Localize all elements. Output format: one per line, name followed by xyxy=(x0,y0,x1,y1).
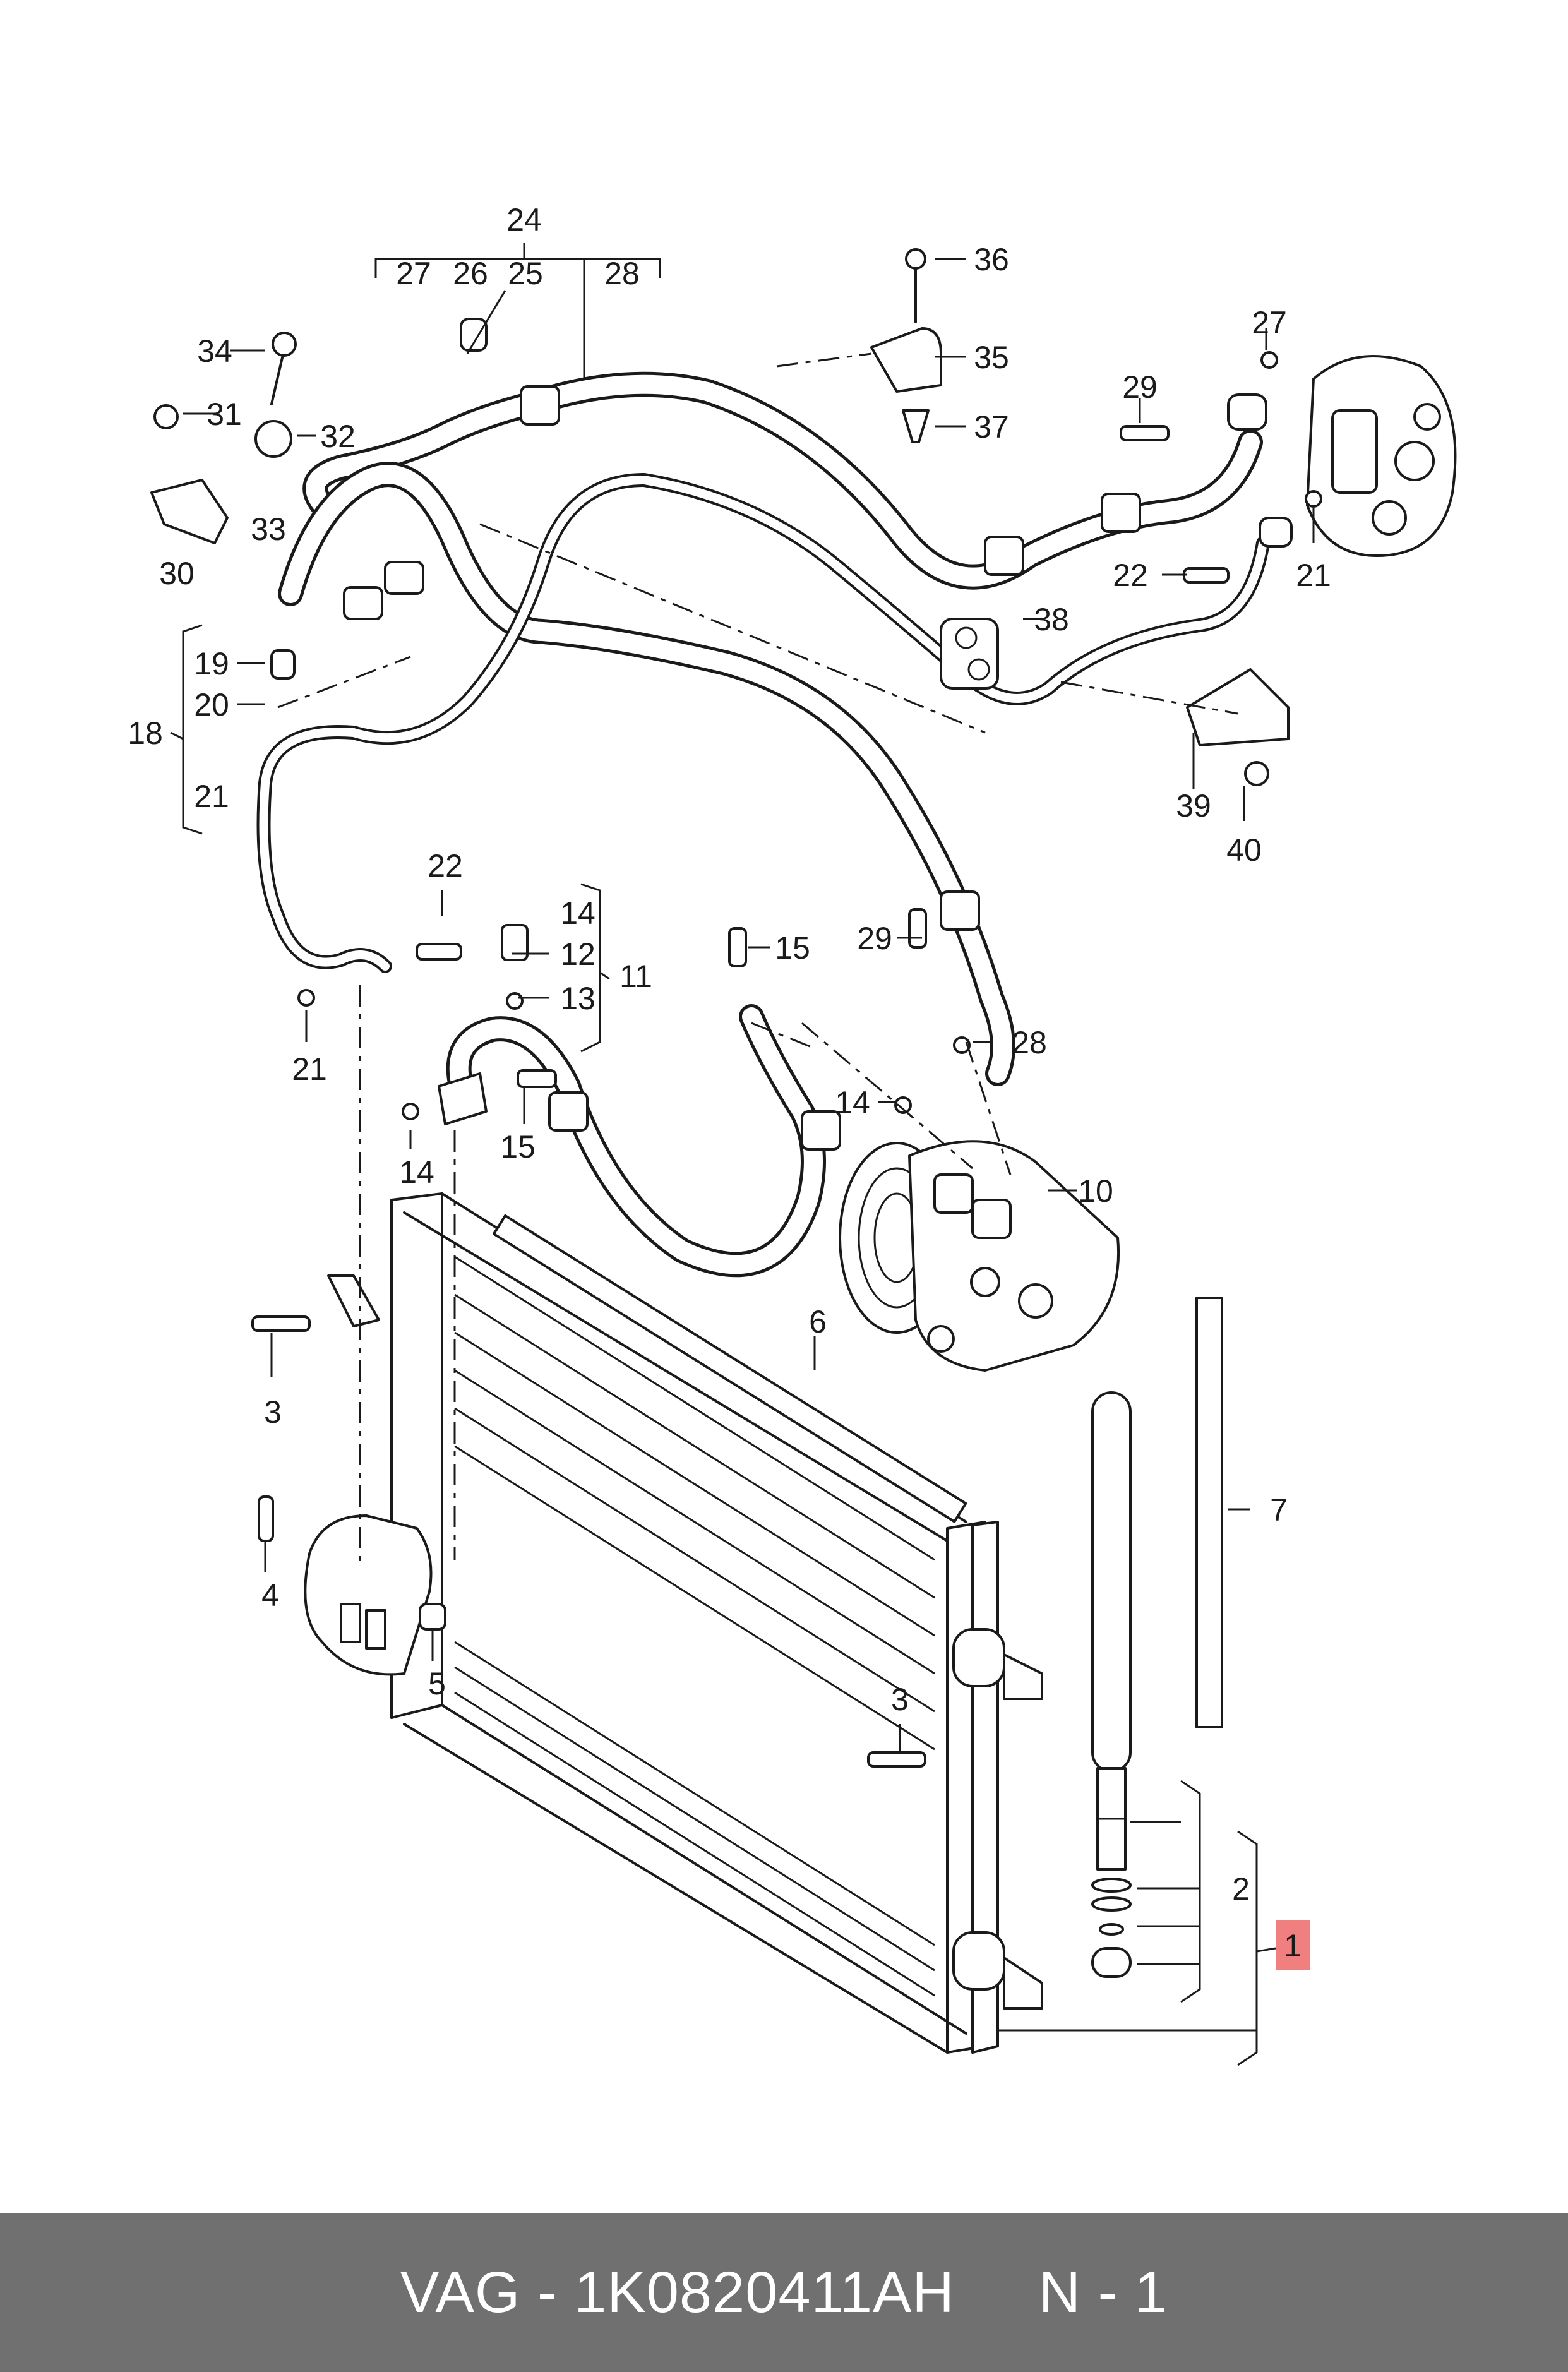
callout-label: 24 xyxy=(506,202,542,237)
callout-label: 12 xyxy=(560,937,595,972)
callout-label: 28 xyxy=(1012,1025,1047,1060)
callout-label: 35 xyxy=(974,340,1009,375)
condenser xyxy=(304,1192,1043,2054)
callout-label: 21 xyxy=(292,1051,327,1087)
seal-strip-6 xyxy=(492,1214,967,1523)
callout-label: 15 xyxy=(500,1129,536,1165)
callout-label: 7 xyxy=(1270,1492,1288,1528)
callout-label: 26 xyxy=(453,256,488,291)
callout-label: 37 xyxy=(974,409,1009,445)
callout-label: 27 xyxy=(396,256,431,291)
callout-label: 14 xyxy=(399,1154,434,1190)
callout-label: 14 xyxy=(560,895,595,931)
evaporator-housing xyxy=(1306,355,1457,557)
highlight-box xyxy=(1276,1920,1310,1970)
callout-label: 2 xyxy=(1232,1871,1250,1907)
leader-lines xyxy=(170,243,1315,2066)
parts-diagram: 24 27 26 25 28 36 35 37 34 31 32 33 30 2… xyxy=(128,202,1457,2066)
callout-label: 15 xyxy=(775,930,810,966)
callout-label: 18 xyxy=(128,716,163,751)
callout-label: 40 xyxy=(1226,832,1262,868)
callout-label: 32 xyxy=(320,419,356,454)
callout-label: 3 xyxy=(264,1394,282,1430)
callout-label: 21 xyxy=(194,779,229,814)
callout-labels: 24 27 26 25 28 36 35 37 34 31 32 33 30 2… xyxy=(128,202,1331,1963)
liquid-line xyxy=(256,473,1270,973)
callout-label: 25 xyxy=(508,256,543,291)
guide-lines xyxy=(277,352,1238,1566)
callout-label: 20 xyxy=(194,687,229,722)
callout-label: 19 xyxy=(194,646,229,681)
discharge-hose xyxy=(446,1004,826,1278)
callout-label: 13 xyxy=(560,981,595,1016)
callout-label: 10 xyxy=(1078,1173,1113,1209)
callout-label: 33 xyxy=(251,512,286,547)
callout-label: 36 xyxy=(974,242,1009,277)
callout-label: 29 xyxy=(1122,369,1158,405)
callout-label: 4 xyxy=(261,1578,279,1613)
callout-label-highlighted: 1 xyxy=(1284,1928,1302,1963)
part-number-caption: VAG - 1K0820411AH N - 1 xyxy=(400,2260,1168,2325)
callout-label: 34 xyxy=(197,333,232,369)
seal-strip-7 xyxy=(1195,1297,1223,1728)
callout-label: 29 xyxy=(857,921,892,956)
callout-label: 11 xyxy=(619,959,652,994)
callout-label: 31 xyxy=(206,397,242,432)
callout-label: 38 xyxy=(1034,602,1069,637)
callout-label: 5 xyxy=(428,1666,446,1701)
callout-label: 21 xyxy=(1296,558,1331,593)
callout-label: 6 xyxy=(809,1304,827,1339)
callout-label: 22 xyxy=(428,848,463,884)
condenser-brackets xyxy=(304,1514,1043,2010)
hose-couplings xyxy=(343,385,1141,1151)
compressor xyxy=(839,1140,1120,1372)
callout-label: 39 xyxy=(1176,788,1211,824)
receiver-dryer xyxy=(1091,1391,1132,1978)
callout-label: 30 xyxy=(159,556,195,591)
footer-bar: VAG - 1K0820411AH N - 1 xyxy=(0,2213,1568,2372)
condenser-fins xyxy=(454,1255,935,1997)
callout-label: 22 xyxy=(1113,558,1148,593)
callout-label: 28 xyxy=(604,256,640,291)
callout-label: 14 xyxy=(835,1085,870,1120)
callout-label: 27 xyxy=(1252,305,1287,340)
callout-label: 3 xyxy=(891,1682,909,1717)
